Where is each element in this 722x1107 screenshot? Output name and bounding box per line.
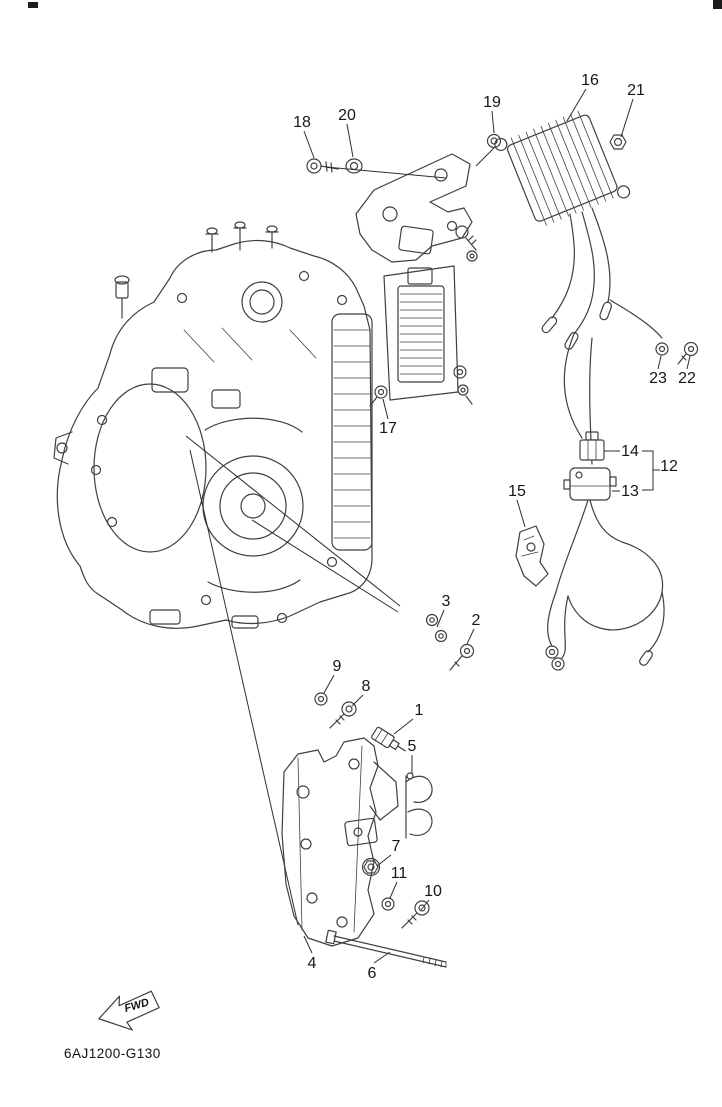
callout-4: 4: [308, 955, 317, 972]
callout-16: 16: [581, 72, 599, 89]
callout-8: 8: [362, 678, 371, 695]
sensor-1: [371, 726, 406, 752]
mounting-bracket-top: [355, 153, 478, 263]
scan-mark-top-left: [28, 2, 38, 8]
callout-15: 15: [508, 483, 526, 500]
clamp-5: [405, 772, 433, 839]
diagram-code: 6AJ1200-G130: [64, 1046, 161, 1061]
fwd-direction-arrow: FWD: [98, 990, 160, 1031]
relay-group: [555, 431, 617, 593]
nut-21: [609, 134, 627, 150]
cap-19: [475, 133, 502, 167]
callout-2: 2: [472, 612, 481, 629]
callout-9: 9: [333, 658, 342, 675]
bolt-8: [329, 701, 357, 729]
fwd-label: FWD: [123, 997, 150, 1015]
rectifier-assembly: [494, 110, 631, 226]
bracket-4: [281, 737, 399, 947]
bolt-2: [449, 643, 475, 671]
rod-6: [325, 929, 447, 968]
washer-11: [381, 897, 395, 911]
callout-23: 23: [649, 370, 667, 387]
callout-bracket-12: [642, 450, 660, 491]
callout-21: 21: [627, 82, 645, 99]
screw-22: [677, 341, 699, 365]
callout-14: 14: [621, 443, 639, 460]
bolt-18: [306, 158, 339, 174]
callout-12: 12: [660, 458, 678, 475]
callout-7: 7: [392, 838, 401, 855]
engine-block-drawing: [53, 221, 373, 629]
callout-22: 22: [678, 370, 696, 387]
wire-harness: [545, 499, 665, 671]
scan-mark-top-right: [713, 0, 722, 9]
callout-13: 13: [621, 483, 639, 500]
collar-20: [345, 158, 363, 174]
regulator-block: [383, 265, 473, 405]
washer-23: [655, 342, 669, 356]
callout-19: 19: [483, 94, 501, 111]
callout-3: 3: [442, 593, 451, 610]
callout-11: 11: [391, 865, 408, 882]
bolt-17: [369, 385, 388, 407]
callout-numbers: 18 20 19 16 21 23 22 17 14 12 13 15 3 2 …: [293, 72, 696, 982]
callout-1: 1: [415, 702, 424, 719]
callout-20: 20: [338, 107, 356, 124]
callout-10: 10: [424, 883, 442, 900]
bolt-10: [401, 900, 430, 929]
callout-17: 17: [379, 420, 397, 437]
callout-5: 5: [408, 738, 417, 755]
washer-9: [314, 692, 328, 706]
callout-18: 18: [293, 114, 311, 131]
nut-7: [361, 857, 381, 877]
rectifier-wires: [541, 207, 663, 465]
clamp-15: [515, 525, 549, 587]
callout-6: 6: [368, 965, 377, 982]
washers-3: [425, 613, 448, 643]
bolt-axis-line: [325, 166, 447, 179]
callout-leader-lines: [303, 88, 691, 964]
assembly-alignment-lines: [185, 435, 401, 926]
